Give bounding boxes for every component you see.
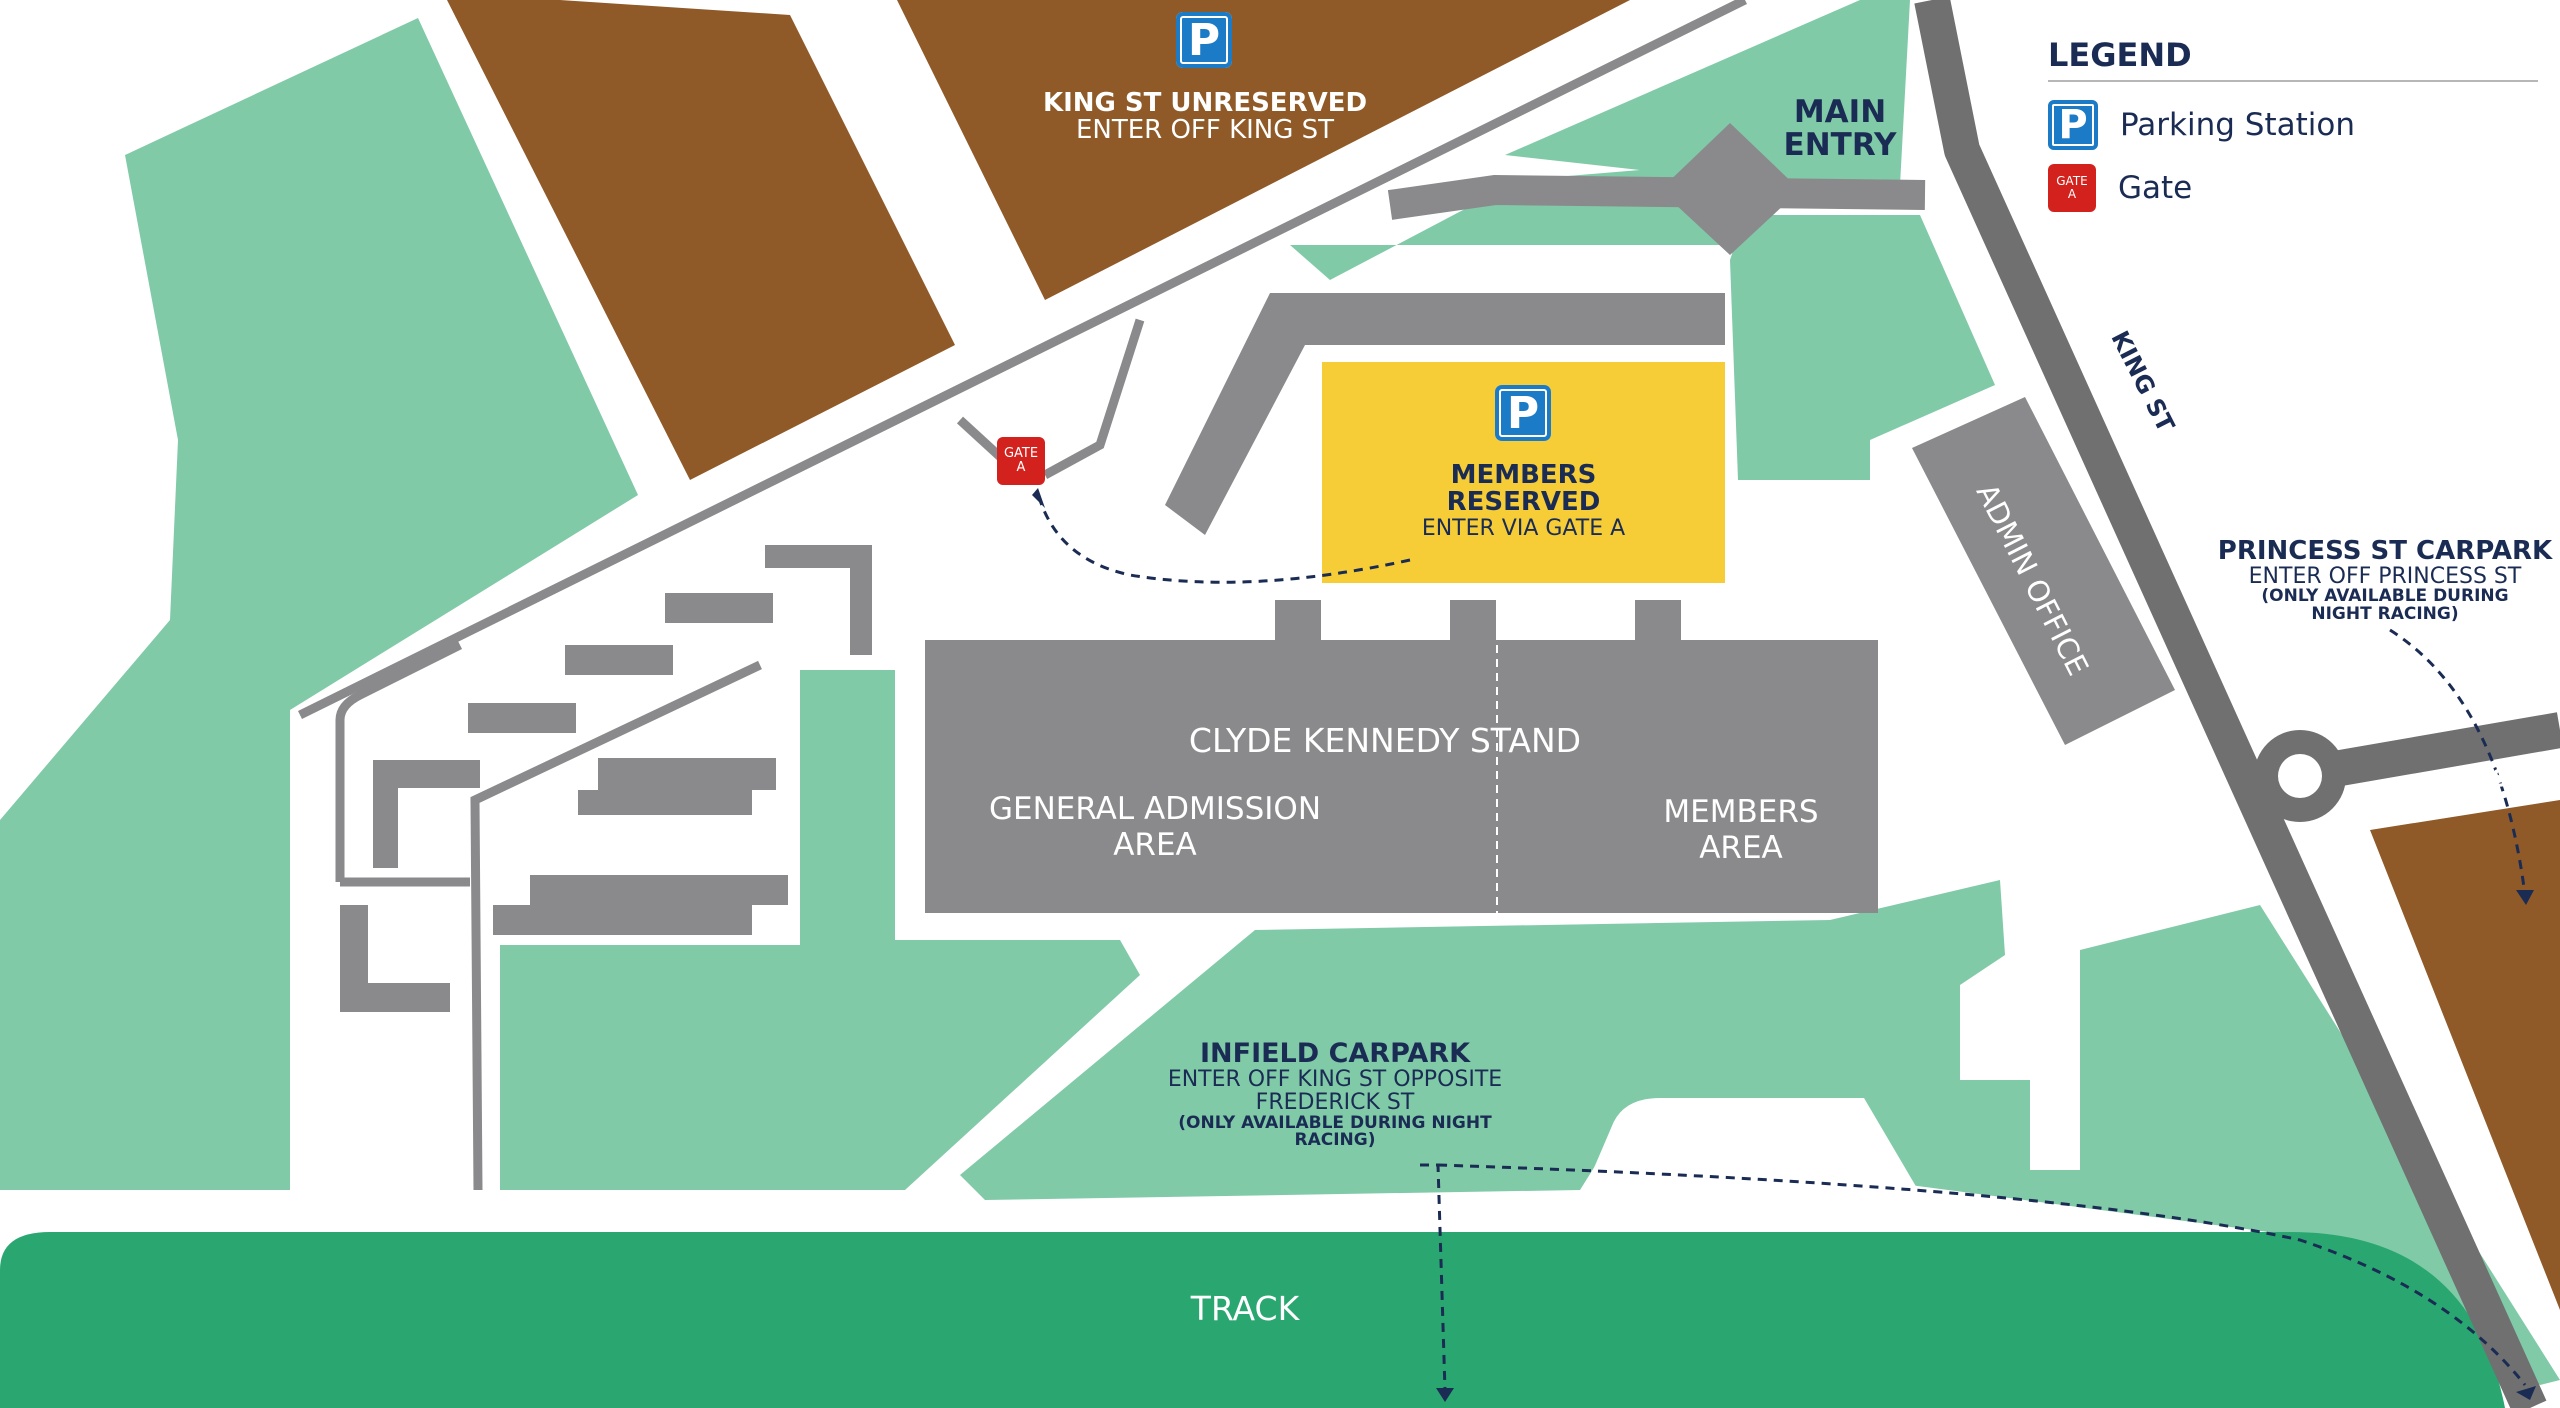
carpark-princess-st [2370,800,2560,1310]
gate-icon-line2: A [2067,187,2077,201]
members-area-line2: AREA [1699,829,1783,866]
infield-title: INFIELD CARPARK [1199,1038,1470,1069]
road-diagonal [298,0,1747,720]
arrowhead-track [1436,1388,1454,1402]
road-members-access [1165,293,1725,535]
princess-carpark-note1: (ONLY AVAILABLE DURING [2261,586,2509,607]
parking-icon-king-st: P [1176,12,1232,68]
road-access-loop [470,660,762,1191]
carpark-king-st-unreserved-right [897,0,1630,300]
princess-carpark-title: PRINCESS ST CARPARK [2217,536,2553,566]
arrowhead-infield [2516,1386,2536,1400]
left-buildings [340,545,872,1012]
road-king-st [1914,0,2547,1408]
legend-item-gate: GATE A Gate [2048,164,2538,212]
infield-sub1: ENTER OFF KING ST OPPOSITE [1167,1067,1503,1093]
king-st-unreserved-sub: ENTER OFF KING ST [1075,115,1335,146]
infield-sub2: FREDERICK ST [1255,1090,1415,1116]
gate-a-line2: A [1016,460,1026,475]
legend-title: LEGEND [2048,36,2538,82]
main-entry-line2: ENTRY [1783,126,1897,163]
main-entry-plaza [1660,123,1800,255]
label-infield-carpark: INFIELD CARPARK ENTER OFF KING ST OPPOSI… [1110,1038,1560,1151]
arrow-members-to-gate [1038,499,1411,584]
admin-office-building [1912,397,2175,745]
members-reserved-line2: RESERVED [1446,487,1601,518]
road-main-entry [1387,174,1926,220]
arrowhead-princess [2516,890,2534,905]
members-area-line1: MEMBERS [1663,794,1819,830]
label-princess-st-carpark: PRINCESS ST CARPARK ENTER OFF PRINCESS S… [2195,536,2560,625]
legend-label-gate: Gate [2118,170,2193,206]
label-king-st-unreserved: KING ST UNRESERVED ENTER OFF KING ST [1005,88,1405,146]
gate-icon-line1: GATE [2056,174,2088,189]
parking-icon: P [2048,100,2098,150]
lawn-mid-left [500,670,1140,1190]
legend-label-parking: Parking Station [2120,107,2355,143]
roundabout-centre [2278,754,2322,798]
arrow-infield-carpark [1437,1163,2527,1386]
road-entry-right-gate [1042,318,1145,479]
legend: LEGEND P Parking Station GATE A Gate [2048,36,2538,212]
clyde-kennedy-stand [925,600,1878,913]
ga-line2: AREA [1113,826,1197,863]
main-entry-line1: MAIN [1793,94,1887,130]
lawn-far-left [0,18,638,1190]
label-members-reserved: MEMBERS RESERVED ENTER VIA GATE A [1322,460,1725,541]
track-area [0,1232,2505,1408]
gate-a-line1: GATE [1003,446,1039,462]
legend-item-parking: P Parking Station [2048,100,2538,150]
lawn-top-right [1505,0,1910,195]
parking-icon-members: P [1495,385,1551,441]
road-access-left [335,640,470,887]
infield-note1: (ONLY AVAILABLE DURING NIGHT [1178,1112,1492,1133]
ga-line1: GENERAL ADMISSION [988,791,1322,827]
stand-title-text: CLYDE KENNEDY STAND [1188,721,1582,760]
label-members-area: MEMBERS AREA [1600,794,1882,866]
label-general-admission: GENERAL ADMISSION AREA [935,791,1375,863]
princess-carpark-sub: ENTER OFF PRINCESS ST [2248,564,2522,590]
track-text: TRACK [1190,1289,1300,1328]
members-reserved-line1: MEMBERS [1450,460,1597,490]
king-st-unreserved-title: KING ST UNRESERVED [1042,88,1368,118]
label-stand-title: CLYDE KENNEDY STAND [1100,721,1670,760]
label-track: TRACK [1100,1289,1390,1328]
princess-carpark-note2: NIGHT RACING) [2311,604,2459,625]
infield-access-road [1583,1098,1917,1198]
infield-note2: RACING) [1294,1130,1376,1151]
arrowhead-gate [1032,488,1045,508]
members-reserved-sub: ENTER VIA GATE A [1421,515,1626,541]
gate-a-icon: GATE A [997,437,1045,485]
lawn-right [1730,215,1995,480]
label-main-entry: MAIN ENTRY [1755,96,1925,161]
gate-icon: GATE A [2048,164,2096,212]
arrow-princess-carpark [2389,628,2527,896]
carpark-king-st-unreserved-left [447,0,955,480]
lawn-infield [960,880,2560,1385]
